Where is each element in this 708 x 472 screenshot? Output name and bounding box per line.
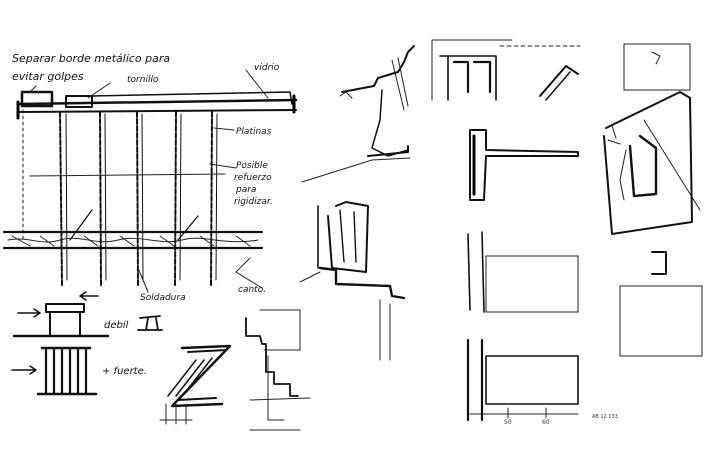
stair-tread	[267, 355, 285, 421]
slab-hatch-ticks	[11, 235, 251, 247]
label-tornillo: tornillo	[127, 75, 159, 85]
rt-angle-inner	[545, 71, 571, 101]
rb-dim-ticks	[507, 407, 547, 419]
section-top-body	[371, 89, 409, 157]
section-top-profile	[341, 45, 415, 93]
right-top-details	[431, 39, 691, 101]
rb-panel-3	[485, 355, 579, 405]
z-frame-base	[159, 403, 193, 425]
section-top-tick	[339, 91, 353, 99]
rt-posts	[439, 55, 497, 101]
z-frame-hatching	[167, 357, 213, 397]
right-bottom-details: 50 60 AB 12 133	[466, 231, 703, 426]
section-top-floor	[301, 157, 411, 183]
z-frame-flanges	[177, 349, 227, 401]
label-refuerzo-3: para	[235, 185, 256, 195]
stair-profile	[245, 317, 299, 397]
note-line-2: evitar golpes	[12, 70, 84, 83]
rm-handrail-section	[469, 129, 579, 201]
label-vidrio: vidrio	[254, 63, 280, 73]
section-top-foot	[367, 145, 409, 157]
z-frame-sketch	[159, 344, 232, 425]
rm-ticks	[607, 125, 621, 145]
section-detail-bottom	[245, 309, 311, 431]
rb-wall-lower	[466, 338, 484, 422]
label-refuerzo-1: Posible	[236, 161, 268, 171]
reinforcement-bar	[29, 173, 226, 177]
arrow-right-2	[11, 365, 37, 375]
label-soldadura: Soldadura	[140, 293, 186, 303]
glass-top	[91, 91, 293, 105]
arrow-left	[79, 291, 99, 301]
brace-strokes	[69, 209, 199, 241]
section-top-glass	[391, 57, 409, 111]
leader-platinas	[213, 127, 235, 131]
strong-ribs	[44, 346, 88, 396]
weak-mini-glyph	[137, 315, 163, 331]
arrow-right-1	[17, 308, 41, 318]
leader-tornillo	[87, 82, 111, 99]
slab-support	[299, 271, 391, 361]
label-refuerzo-4: rigidizar.	[234, 197, 273, 207]
section-detail-top: ·	[301, 45, 415, 183]
leader-vidrio	[245, 69, 269, 99]
dim-50: 50	[504, 419, 512, 426]
weak-legs	[49, 311, 81, 337]
weak-top	[45, 303, 85, 313]
top-rail-line	[18, 98, 298, 106]
rt-box	[623, 43, 691, 91]
rm-glass	[619, 119, 701, 211]
rm-clamp	[628, 134, 658, 198]
leader-refuerzo	[209, 163, 237, 169]
label-canto: canto.	[238, 285, 266, 295]
rt-clamps	[452, 60, 492, 94]
section-detail-middle	[299, 201, 406, 361]
section-top-note: ·	[348, 92, 350, 98]
top-rail-bottom	[19, 109, 297, 113]
rb-panel-1	[485, 255, 579, 313]
rt-frame	[431, 39, 513, 101]
z-frame-main	[170, 344, 232, 408]
label-fuerte: + fuerte.	[102, 366, 147, 377]
platinas-posts	[59, 111, 218, 286]
leader-canto	[235, 257, 263, 289]
note-line-1: Separar borde metálico para	[12, 52, 170, 65]
leader-edge	[29, 85, 37, 93]
railing-elevation: Separar borde metálico para evitar golpe…	[2, 52, 298, 303]
label-debil: debil	[104, 320, 129, 331]
rb-wall	[467, 231, 485, 313]
rt-angle	[539, 65, 579, 97]
edge-metal-profile	[20, 90, 54, 108]
label-refuerzo-2: refuerzo	[234, 173, 272, 183]
signature: AB 12 133	[592, 414, 618, 420]
stair-box	[259, 309, 301, 351]
leader-soldadura	[137, 267, 149, 293]
rm-perspective	[603, 91, 693, 235]
clamp-inner	[339, 209, 357, 263]
strength-comparison: debil + fuerte.	[11, 291, 163, 396]
rb-panel-2	[619, 285, 703, 357]
rm-small-profile	[651, 251, 667, 275]
glass-clamp-profile	[327, 201, 369, 273]
dim-60: 60	[542, 419, 550, 426]
slab-step	[318, 266, 406, 300]
stair-base	[249, 397, 311, 431]
label-platinas: Platinas	[236, 127, 272, 137]
bolt-block	[65, 95, 93, 108]
right-middle-details	[469, 91, 701, 275]
rt-box-mark	[651, 51, 661, 65]
